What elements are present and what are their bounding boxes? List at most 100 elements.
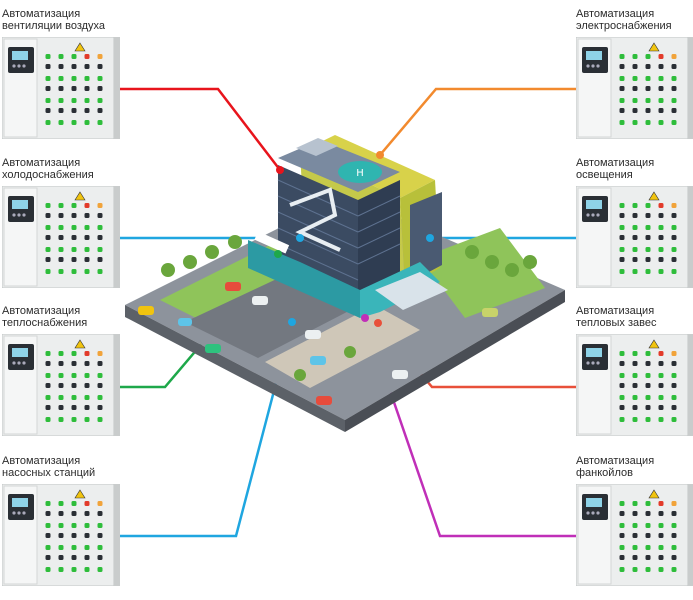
- label-ventilation: Автоматизация вентиляции воздуха: [2, 8, 105, 32]
- indicator-lamp: [671, 523, 677, 528]
- indicator-lamp: [84, 501, 90, 506]
- indicator-lamp: [619, 108, 625, 113]
- warning-sign-icon: [74, 42, 86, 52]
- indicator-lamp: [671, 501, 677, 506]
- indicator-lamp: [671, 64, 677, 69]
- indicator-lamp: [619, 361, 625, 366]
- indicator-lamp: [632, 235, 638, 240]
- indicator-lamp: [645, 235, 651, 240]
- city-block-side-right: [345, 290, 565, 432]
- controller-display-icon: [582, 47, 608, 73]
- control-cabinet-heating: [1, 333, 120, 437]
- indicator-lamp: [645, 351, 651, 356]
- indicator-lamp: [658, 523, 664, 528]
- indicator-lamp: [671, 86, 677, 91]
- indicator-lamp: [97, 373, 103, 378]
- indicator-lamp: [97, 533, 103, 538]
- indicator-lamp: [658, 64, 664, 69]
- indicator-lamp: [671, 120, 677, 125]
- indicator-lamp: [619, 523, 625, 528]
- indicator-lamp: [658, 108, 664, 113]
- cars: [138, 282, 498, 405]
- connector-endpoint: [376, 151, 384, 159]
- indicator-lamp: [71, 383, 77, 388]
- indicator-lamp: [619, 545, 625, 550]
- indicator-lamp: [97, 120, 103, 125]
- indicator-lamp: [71, 373, 77, 378]
- indicator-lamp: [671, 247, 677, 252]
- controller-display-icon: [8, 494, 34, 520]
- indicator-lamp: [97, 54, 103, 59]
- warning-sign-icon: [74, 339, 86, 349]
- indicator-lamp: [645, 545, 651, 550]
- indicator-lamp: [71, 555, 77, 560]
- indicator-lamp: [671, 545, 677, 550]
- indicator-lamp: [58, 64, 64, 69]
- indicator-lamp: [671, 351, 677, 356]
- indicator-lamp: [58, 395, 64, 400]
- indicator-lamp: [619, 247, 625, 252]
- indicator-lamp: [71, 120, 77, 125]
- indicator-lamp: [97, 523, 103, 528]
- indicator-lamp: [619, 120, 625, 125]
- indicator-lamp: [71, 567, 77, 572]
- indicator-lamp: [632, 511, 638, 516]
- connector-endpoint: [374, 319, 382, 327]
- indicator-lamp: [58, 533, 64, 538]
- indicator-lamp: [58, 405, 64, 410]
- indicator-lamp: [84, 86, 90, 91]
- indicator-lamp: [84, 225, 90, 230]
- entrance-canopy: [375, 272, 448, 310]
- label-line2: теплоснабжения: [2, 317, 88, 329]
- indicator-lamp: [658, 235, 664, 240]
- indicator-lamp: [658, 213, 664, 218]
- indicator-lamp: [97, 108, 103, 113]
- indicator-lamp: [632, 64, 638, 69]
- right-tower: [410, 192, 442, 282]
- indicator-lamp: [71, 351, 77, 356]
- indicator-lamp: [632, 76, 638, 81]
- indicator-lamp: [619, 351, 625, 356]
- label-line2: фанкойлов: [576, 467, 633, 479]
- indicator-lamp: [97, 567, 103, 572]
- indicator-lamp: [97, 269, 103, 274]
- label-line2: тепловых завес: [576, 317, 657, 329]
- indicator-lamp: [658, 373, 664, 378]
- indicator-lamp: [619, 54, 625, 59]
- indicator-lamp: [71, 203, 77, 208]
- indicator-lamp: [71, 76, 77, 81]
- warning-sign-icon: [648, 191, 660, 201]
- indicator-lamp: [45, 269, 51, 274]
- control-cabinet-fancoils: [575, 483, 693, 587]
- indicator-lamp: [645, 383, 651, 388]
- indicator-lamp: [71, 247, 77, 252]
- indicator-lamp: [84, 361, 90, 366]
- indicator-lamp: [619, 395, 625, 400]
- indicator-lamp: [658, 120, 664, 125]
- indicator-lamp: [58, 76, 64, 81]
- indicator-lamp: [645, 361, 651, 366]
- indicator-lamp: [45, 120, 51, 125]
- indicator-lamp: [632, 545, 638, 550]
- indicator-lamp: [645, 501, 651, 506]
- indicator-lamp: [671, 235, 677, 240]
- indicator-lamp: [84, 567, 90, 572]
- indicator-lamp: [84, 98, 90, 103]
- indicator-lamp: [658, 405, 664, 410]
- indicator-lamp: [71, 213, 77, 218]
- indicator-lamp: [97, 86, 103, 91]
- indicator-lamp: [619, 225, 625, 230]
- indicator-lamp: [671, 383, 677, 388]
- indicator-lamp: [45, 257, 51, 262]
- indicator-lamp: [619, 501, 625, 506]
- label-line1: Автоматизация: [2, 455, 81, 467]
- indicator-lamp: [71, 523, 77, 528]
- indicator-lamp: [45, 405, 51, 410]
- indicator-lamp: [619, 235, 625, 240]
- indicator-lamp: [658, 225, 664, 230]
- indicator-lamp: [619, 383, 625, 388]
- indicator-lamp: [632, 351, 638, 356]
- indicator-lamp: [97, 64, 103, 69]
- indicator-lamp: [645, 120, 651, 125]
- indicator-lamp: [45, 64, 51, 69]
